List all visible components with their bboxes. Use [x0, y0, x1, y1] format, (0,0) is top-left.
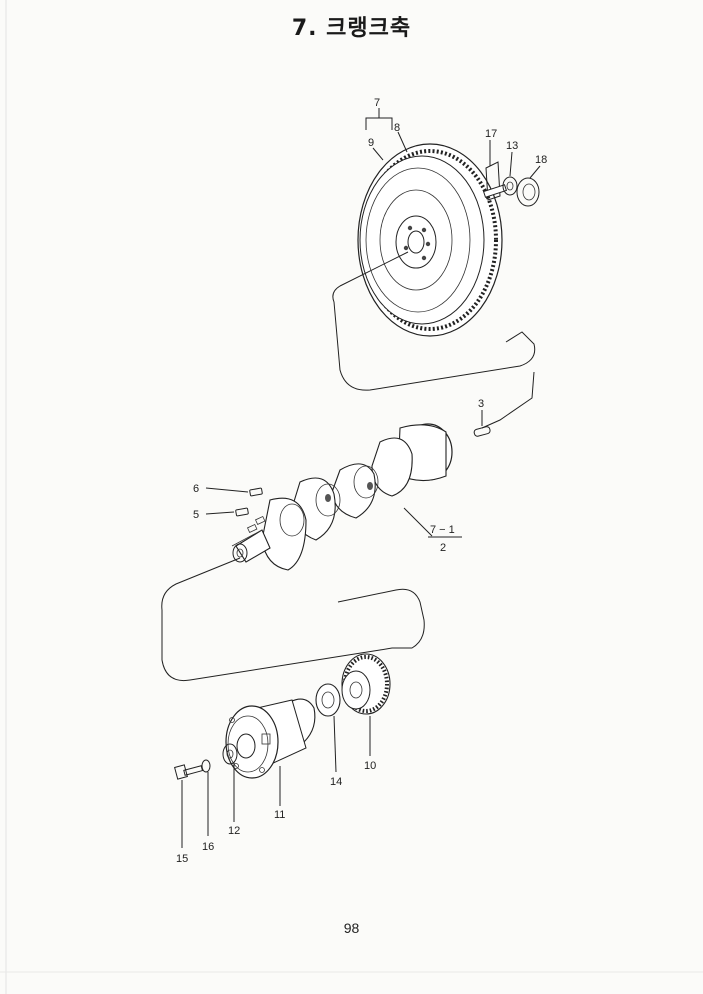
part-label-7-1: 7 − 1	[430, 524, 455, 536]
part-label-11: 11	[274, 809, 285, 821]
part-label-5: 5	[193, 509, 199, 521]
pilot-bearing	[516, 177, 540, 207]
dowel-pin	[473, 426, 491, 437]
part-label-7: 7	[374, 97, 380, 109]
thrust-washer	[315, 683, 341, 717]
part-label-2: 2	[440, 542, 446, 554]
part-label-18: 18	[535, 154, 547, 166]
pulley-bolt	[174, 764, 204, 780]
pulley-washer	[222, 743, 238, 765]
part-label-3: 3	[478, 398, 484, 410]
part-label-10: 10	[364, 760, 376, 772]
crankshaft	[231, 423, 453, 571]
flywheel-bolt-plate	[482, 161, 508, 201]
part-label-17: 17	[485, 128, 497, 140]
part-label-16: 16	[202, 841, 214, 853]
woodruff-key-lower	[235, 507, 249, 517]
part-label-13: 13	[506, 140, 518, 152]
page-title: 7. 크랭크축	[291, 16, 412, 41]
crankshaft-gear	[341, 653, 391, 715]
woodruff-key-upper	[249, 487, 263, 497]
page-number: 98	[343, 920, 360, 936]
part-label-15: 15	[176, 853, 188, 865]
part-label-9: 9	[368, 137, 374, 149]
flywheel-nut	[502, 176, 518, 196]
crankshaft-pulley	[225, 698, 316, 779]
flywheel	[357, 143, 503, 337]
lock-washer	[201, 759, 211, 773]
part-label-6: 6	[193, 483, 199, 495]
part-label-14: 14	[330, 776, 342, 788]
part-label-8: 8	[394, 122, 400, 134]
part-label-12: 12	[228, 825, 240, 837]
